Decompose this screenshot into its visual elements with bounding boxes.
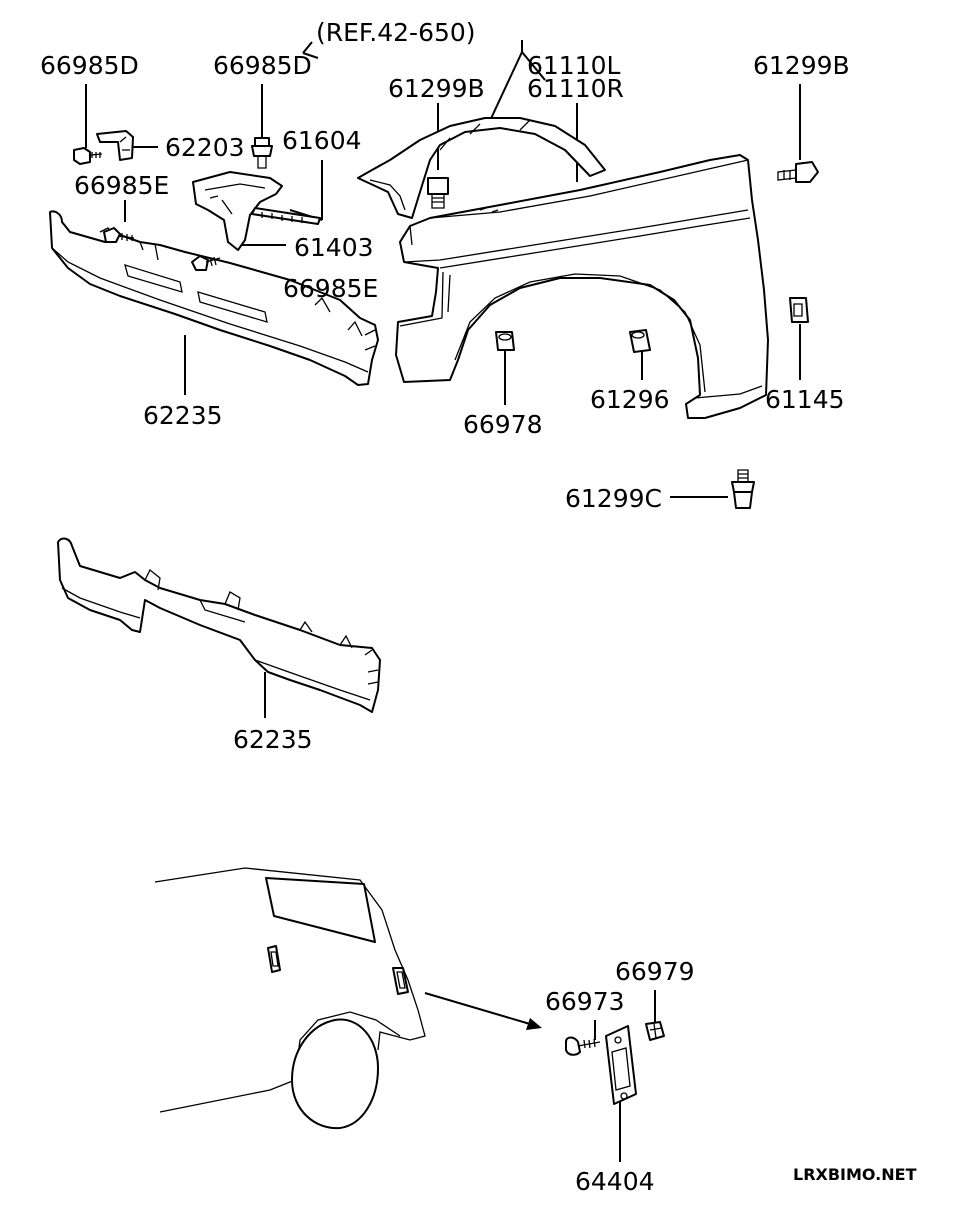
callout-66985D-middle: 66985D bbox=[213, 51, 312, 80]
watermark: LRXBIMO.NET bbox=[793, 1165, 917, 1184]
callout-66973: 66973 bbox=[545, 987, 625, 1016]
fender-61110-illustration bbox=[395, 154, 769, 419]
callout-66985E-left: 66985E bbox=[74, 171, 169, 200]
clip-61296 bbox=[629, 329, 651, 353]
bumper-side-lower-illustration bbox=[57, 537, 381, 713]
callout-61299B-middle: 61299B bbox=[388, 74, 485, 103]
callout-61604: 61604 bbox=[282, 126, 362, 155]
screw-66973 bbox=[565, 1036, 601, 1056]
seal-plate-64404 bbox=[605, 1025, 637, 1105]
clip-66978 bbox=[495, 331, 515, 351]
callout-66979: 66979 bbox=[615, 957, 695, 986]
bolt-66985D-left bbox=[73, 147, 103, 165]
callout-64404: 64404 bbox=[575, 1167, 655, 1196]
callout-66985D-left: 66985D bbox=[40, 51, 139, 80]
callout-labels: (REF.42-650) 66985D 66985D 62203 66985E … bbox=[40, 18, 917, 1196]
callout-62203: 62203 bbox=[165, 133, 245, 162]
bolt-66985D-middle bbox=[251, 137, 273, 169]
clip-61145 bbox=[789, 297, 809, 323]
bolt-66985E-middle bbox=[191, 255, 221, 271]
callout-61296: 61296 bbox=[590, 385, 670, 414]
bolt-66985E-left bbox=[103, 227, 135, 243]
nut-66979 bbox=[645, 1021, 665, 1041]
fender-inner-shield-illustration bbox=[357, 117, 606, 219]
bolt-61299B-right bbox=[777, 161, 819, 183]
callout-62235-upper: 62235 bbox=[143, 401, 223, 430]
bracket-61604-61403-illustration bbox=[192, 171, 321, 251]
reference-label: (REF.42-650) bbox=[316, 18, 476, 47]
bolt-61299B-middle bbox=[427, 177, 449, 209]
callout-66978: 66978 bbox=[463, 410, 543, 439]
callout-62235-lower: 62235 bbox=[233, 725, 313, 754]
callout-66985E-middle: 66985E bbox=[283, 274, 378, 303]
callout-61299B-right: 61299B bbox=[753, 51, 850, 80]
callout-61145: 61145 bbox=[765, 385, 845, 414]
callout-61110L: 61110L bbox=[527, 51, 621, 80]
bumper-side-upper-illustration bbox=[49, 210, 379, 386]
car-rear-illustration bbox=[154, 867, 426, 1130]
bolt-61299C bbox=[731, 469, 755, 509]
bracket-62203-illustration bbox=[96, 130, 134, 161]
callout-61110R: 61110R bbox=[527, 74, 624, 103]
callout-61403: 61403 bbox=[294, 233, 374, 262]
callout-61299C: 61299C bbox=[565, 484, 662, 513]
